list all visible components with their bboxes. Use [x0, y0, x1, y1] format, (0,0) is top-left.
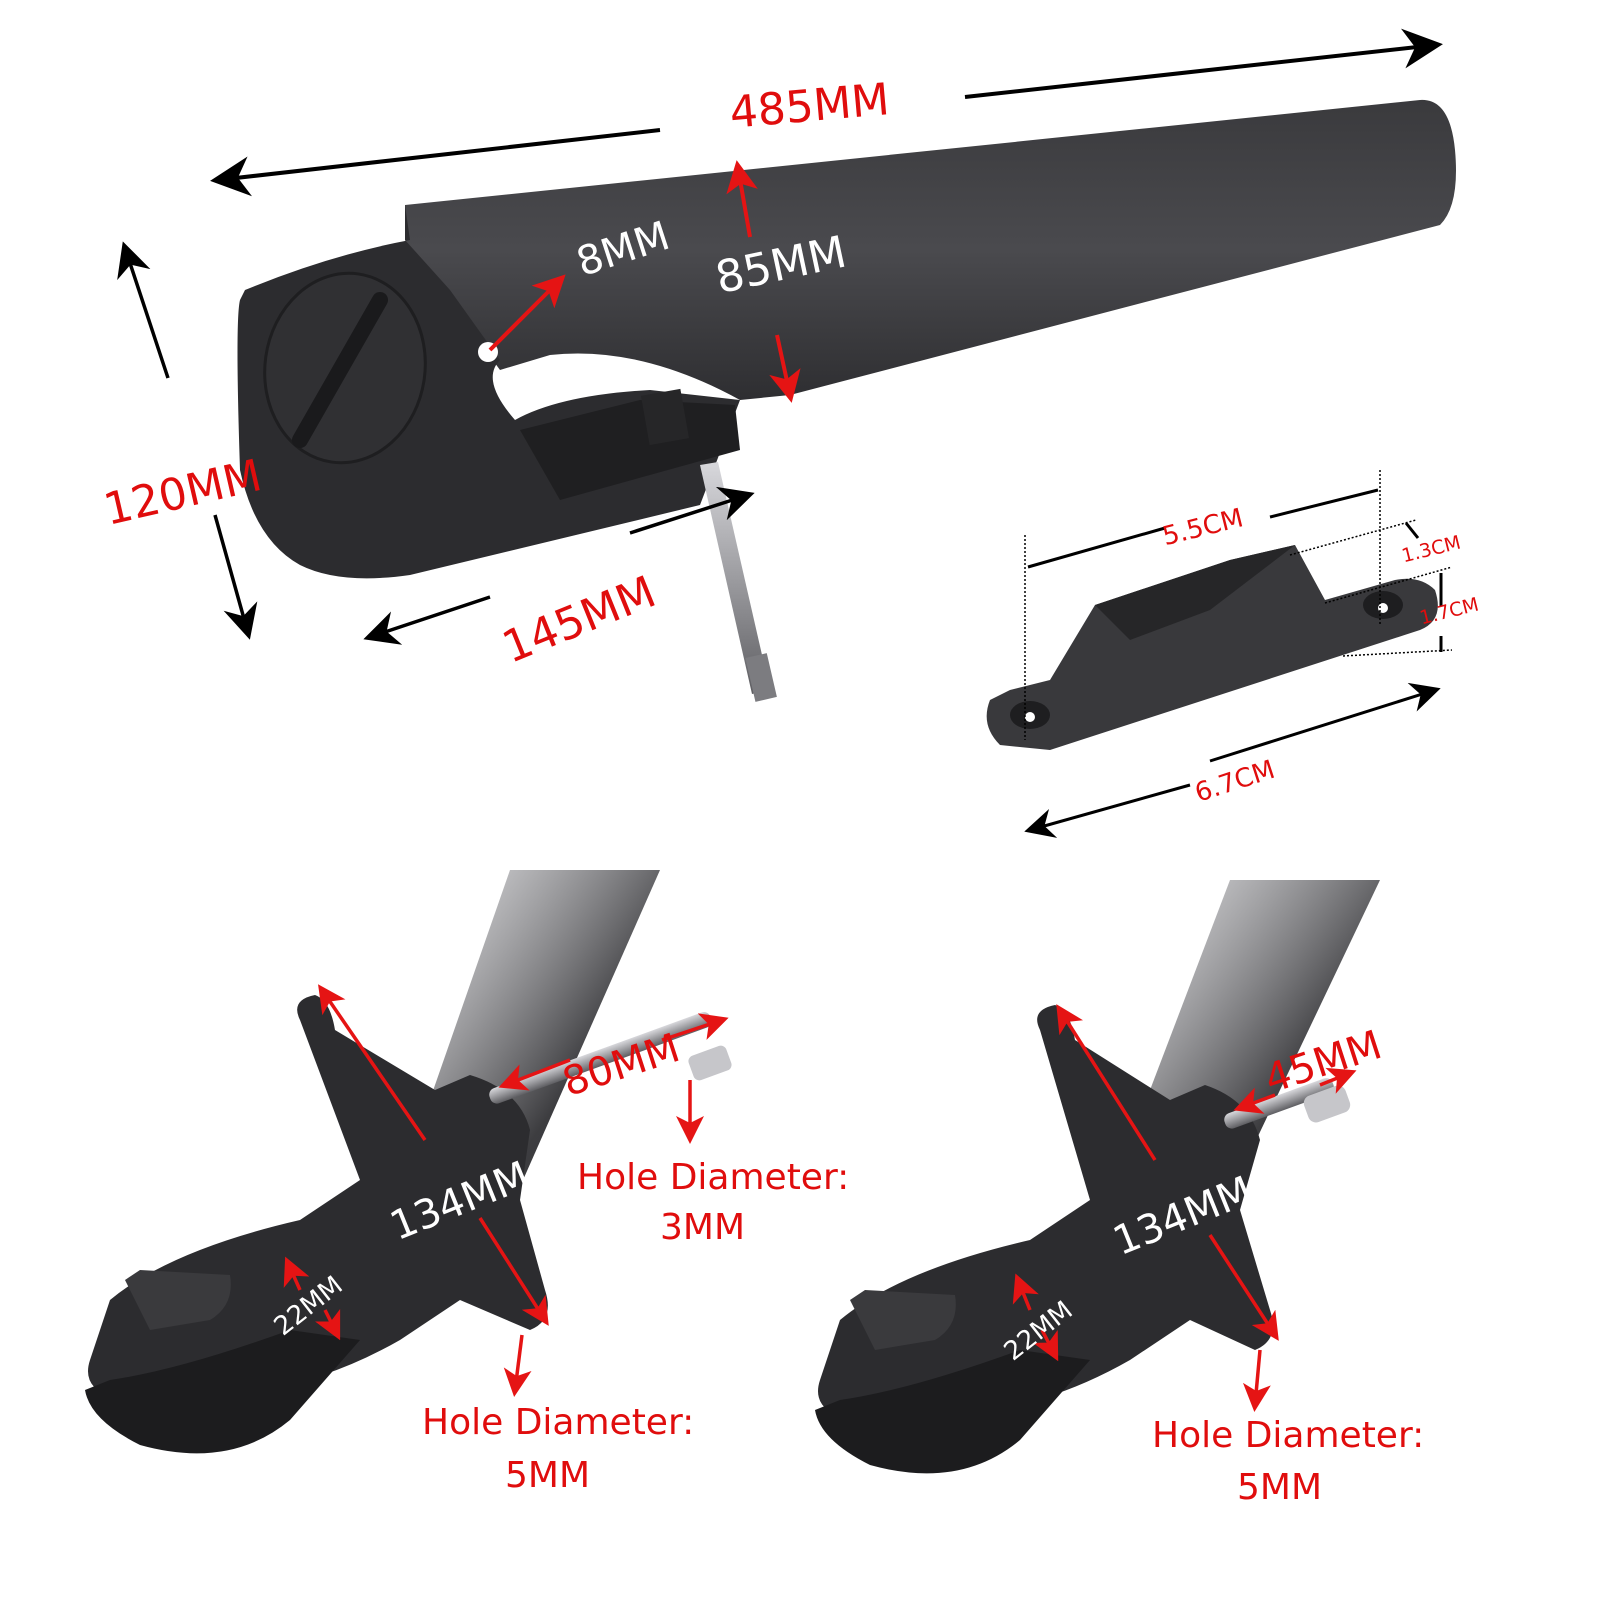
left-mount-arrows: [283, 984, 729, 1397]
cleat-dimension-lines: [1024, 470, 1453, 838]
left-pin-hole-value: 3MM: [660, 1207, 746, 1248]
right-mount-hole-value: 5MM: [1237, 1467, 1323, 1508]
left-mount-hole-value: 5MM: [505, 1455, 591, 1496]
rudder-blade-image: [237, 99, 1456, 702]
right-mount-hole-title: Hole Diameter:: [1152, 1415, 1425, 1456]
cleat-image: [986, 545, 1438, 750]
rudder-dimension-arrows: [117, 28, 1443, 645]
left-pin-hole-title: Hole Diameter:: [577, 1157, 850, 1198]
left-mount-hole-title: Hole Diameter:: [422, 1402, 695, 1443]
right-mount-image: [815, 880, 1380, 1474]
right-mount-arrows: [1012, 1004, 1357, 1412]
